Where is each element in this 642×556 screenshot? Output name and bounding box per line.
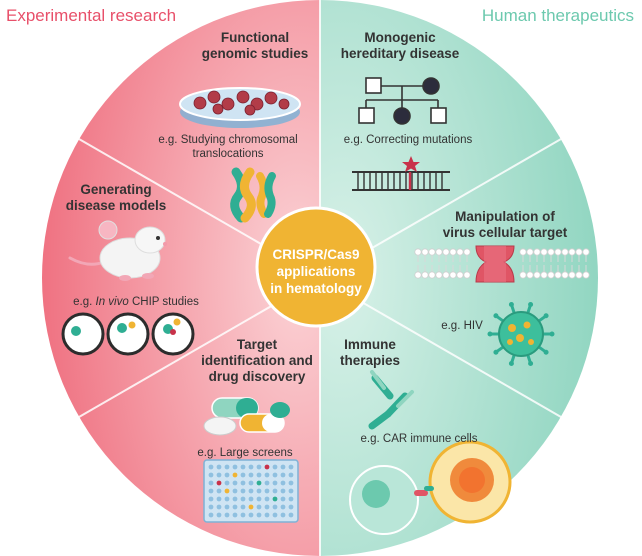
- immune-title: Immune therapies: [339, 337, 401, 368]
- dna-ladder-icon: [352, 156, 450, 191]
- virus-title: Manipulation of virus cellular target: [442, 209, 568, 240]
- virus-icon: [487, 302, 555, 366]
- center-line-1: CRISPR/Cas9: [272, 247, 360, 262]
- functional-example: e.g. Studying chromosomal translocations: [158, 134, 298, 160]
- monogenic-example: e.g. Correcting mutations: [343, 134, 473, 146]
- center-line-2: applications: [276, 264, 356, 279]
- immune-cells-icon: [349, 440, 512, 535]
- petri-dish-icon: [179, 87, 301, 128]
- well-plate-icon: [203, 459, 299, 523]
- antibody-icon: [368, 370, 414, 430]
- target-title: Target identification and drug discovery: [201, 337, 313, 384]
- center-circle: [255, 206, 377, 328]
- left-section-title: Experimental research: [6, 6, 177, 25]
- models-title: Generating disease models: [65, 182, 167, 213]
- pills-icon: [203, 397, 290, 436]
- cell-circles-icon: [61, 312, 195, 356]
- functional-title: Functional genomic studies: [201, 30, 309, 61]
- center-label: CRISPR/Cas9 applications in hematology: [258, 246, 374, 297]
- membrane-receptor-icon: [414, 245, 590, 283]
- monogenic-title: Monogenic hereditary disease: [340, 30, 460, 61]
- chromosome-icon: [230, 167, 276, 223]
- right-section-title: Human therapeutics: [481, 6, 634, 25]
- pedigree-icon: [358, 77, 447, 125]
- center-line-3: in hematology: [270, 281, 362, 296]
- virus-example: e.g. HIV: [441, 320, 483, 332]
- models-example: e.g. In vivo CHIP studies: [73, 296, 199, 308]
- mouse-icon: [68, 220, 167, 281]
- target-example: e.g. Large screens: [197, 447, 293, 459]
- immune-example: e.g. CAR immune cells: [360, 433, 478, 445]
